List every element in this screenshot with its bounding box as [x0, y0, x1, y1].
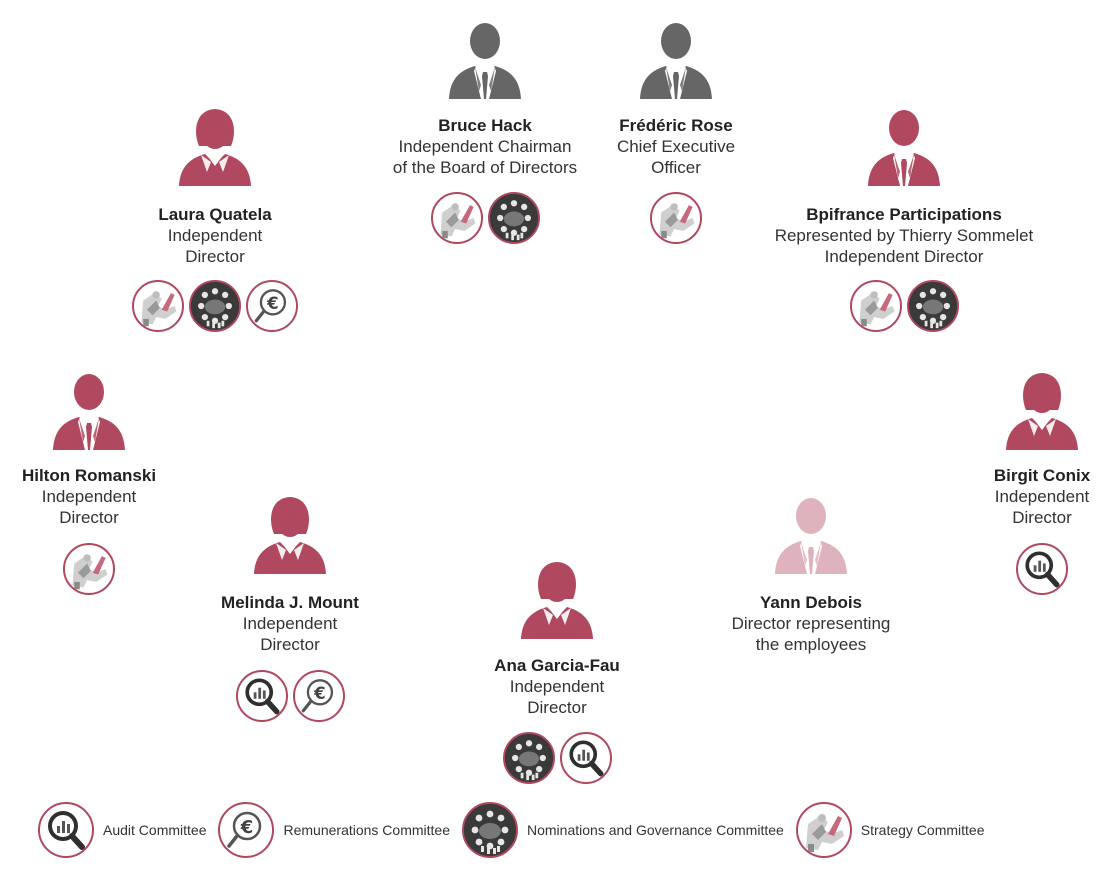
- member-role-line: Independent Director: [824, 247, 984, 266]
- committee-badge-chess-strategy-icon: [132, 280, 184, 332]
- member-role-line: of the Board of Directors: [392, 158, 578, 177]
- legend-label: Audit Committee: [103, 822, 207, 838]
- person-icon: [47, 366, 131, 450]
- legend-item-audit: Audit Committee: [38, 802, 206, 858]
- member-role-line: Chief Executive: [616, 137, 736, 156]
- member-name: Ana Garcia-Fau: [494, 656, 620, 675]
- committee-badge-magnifier-chart-icon: [559, 732, 612, 784]
- member-committees: [407, 732, 707, 784]
- svg-text:€: €: [266, 294, 279, 313]
- member-name: Melinda J. Mount: [221, 593, 359, 612]
- committee-badge-magnifier-chart-icon: [1016, 543, 1068, 595]
- member-role-line: Independent: [41, 487, 137, 506]
- committee-legend: Audit Committee € Remunerations Committee N…: [38, 800, 1094, 860]
- member-committees: [335, 192, 635, 244]
- member-role-line: Independent: [509, 677, 605, 696]
- person-icon: [248, 490, 332, 574]
- member-role-line: Represented by Thierry Sommelet: [774, 226, 1034, 245]
- committee-badge-chess-strategy-icon: [650, 192, 702, 244]
- member-role-line: Director: [185, 247, 245, 266]
- member-role-line: Independent: [994, 487, 1090, 506]
- member-role-line: Officer: [651, 158, 701, 177]
- member-committees: [892, 543, 1102, 595]
- committee-badge-chess-strategy-icon: [63, 543, 115, 595]
- committee-badge-meeting-table-icon: [906, 280, 959, 332]
- magnifier-euro-icon: €: [218, 802, 275, 858]
- legend-item-nominations: Nominations and Governance Committee: [462, 802, 784, 858]
- committee-badge-magnifier-euro-icon: €: [246, 280, 298, 332]
- member-name: Bruce Hack: [438, 116, 532, 135]
- member-committees: [0, 543, 239, 595]
- committee-badge-meeting-table-icon: [487, 192, 540, 244]
- chess-strategy-icon: [795, 802, 852, 858]
- legend-label: Nominations and Governance Committee: [527, 822, 784, 838]
- member-role-line: the employees: [755, 635, 867, 654]
- member-name: Bpifrance Participations: [806, 205, 1002, 224]
- member-name: Birgit Conix: [993, 466, 1091, 485]
- member-role-line: Director representing: [731, 614, 891, 633]
- svg-text:€: €: [240, 817, 254, 838]
- legend-label: Remunerations Committee: [283, 822, 450, 838]
- member-role-line: Director: [59, 508, 119, 527]
- member-committees: [754, 280, 1054, 332]
- svg-text:€: €: [313, 684, 326, 703]
- member-name: Frédéric Rose: [619, 116, 733, 135]
- member-name: Yann Debois: [759, 593, 863, 612]
- person-icon: [443, 15, 527, 99]
- member-role-line: Director: [260, 635, 320, 654]
- person-icon: [515, 555, 599, 639]
- person-icon: [769, 490, 853, 574]
- member-name: Hilton Romanski: [21, 466, 157, 485]
- member-committees: €: [140, 670, 440, 722]
- member-role-line: Independent Chairman: [398, 137, 572, 156]
- committee-badge-magnifier-euro-icon: €: [292, 670, 345, 722]
- legend-item-remuneration: € Remunerations Committee: [218, 802, 450, 858]
- committee-badge-chess-strategy-icon: [430, 192, 483, 244]
- committee-badge-magnifier-chart-icon: [235, 670, 288, 722]
- member-role-line: Independent: [167, 226, 263, 245]
- committee-badge-meeting-table-icon: [189, 280, 241, 332]
- member-committees: €: [65, 280, 365, 332]
- person-icon: [634, 15, 718, 99]
- person-icon: [173, 102, 257, 186]
- person-icon: [862, 102, 946, 186]
- member-name: Laura Quatela: [158, 205, 272, 224]
- member-role-line: Director: [527, 698, 587, 717]
- member-committees: [526, 192, 826, 244]
- legend-item-strategy: Strategy Committee: [795, 802, 985, 858]
- person-icon: [1000, 366, 1084, 450]
- legend-label: Strategy Committee: [860, 822, 985, 838]
- committee-badge-chess-strategy-icon: [849, 280, 902, 332]
- member-role-line: Independent: [242, 614, 338, 633]
- meeting-table-icon: [462, 802, 518, 858]
- member-role-line: Director: [1012, 508, 1072, 527]
- committee-badge-meeting-table-icon: [502, 732, 555, 784]
- magnifier-chart-icon: [38, 802, 94, 858]
